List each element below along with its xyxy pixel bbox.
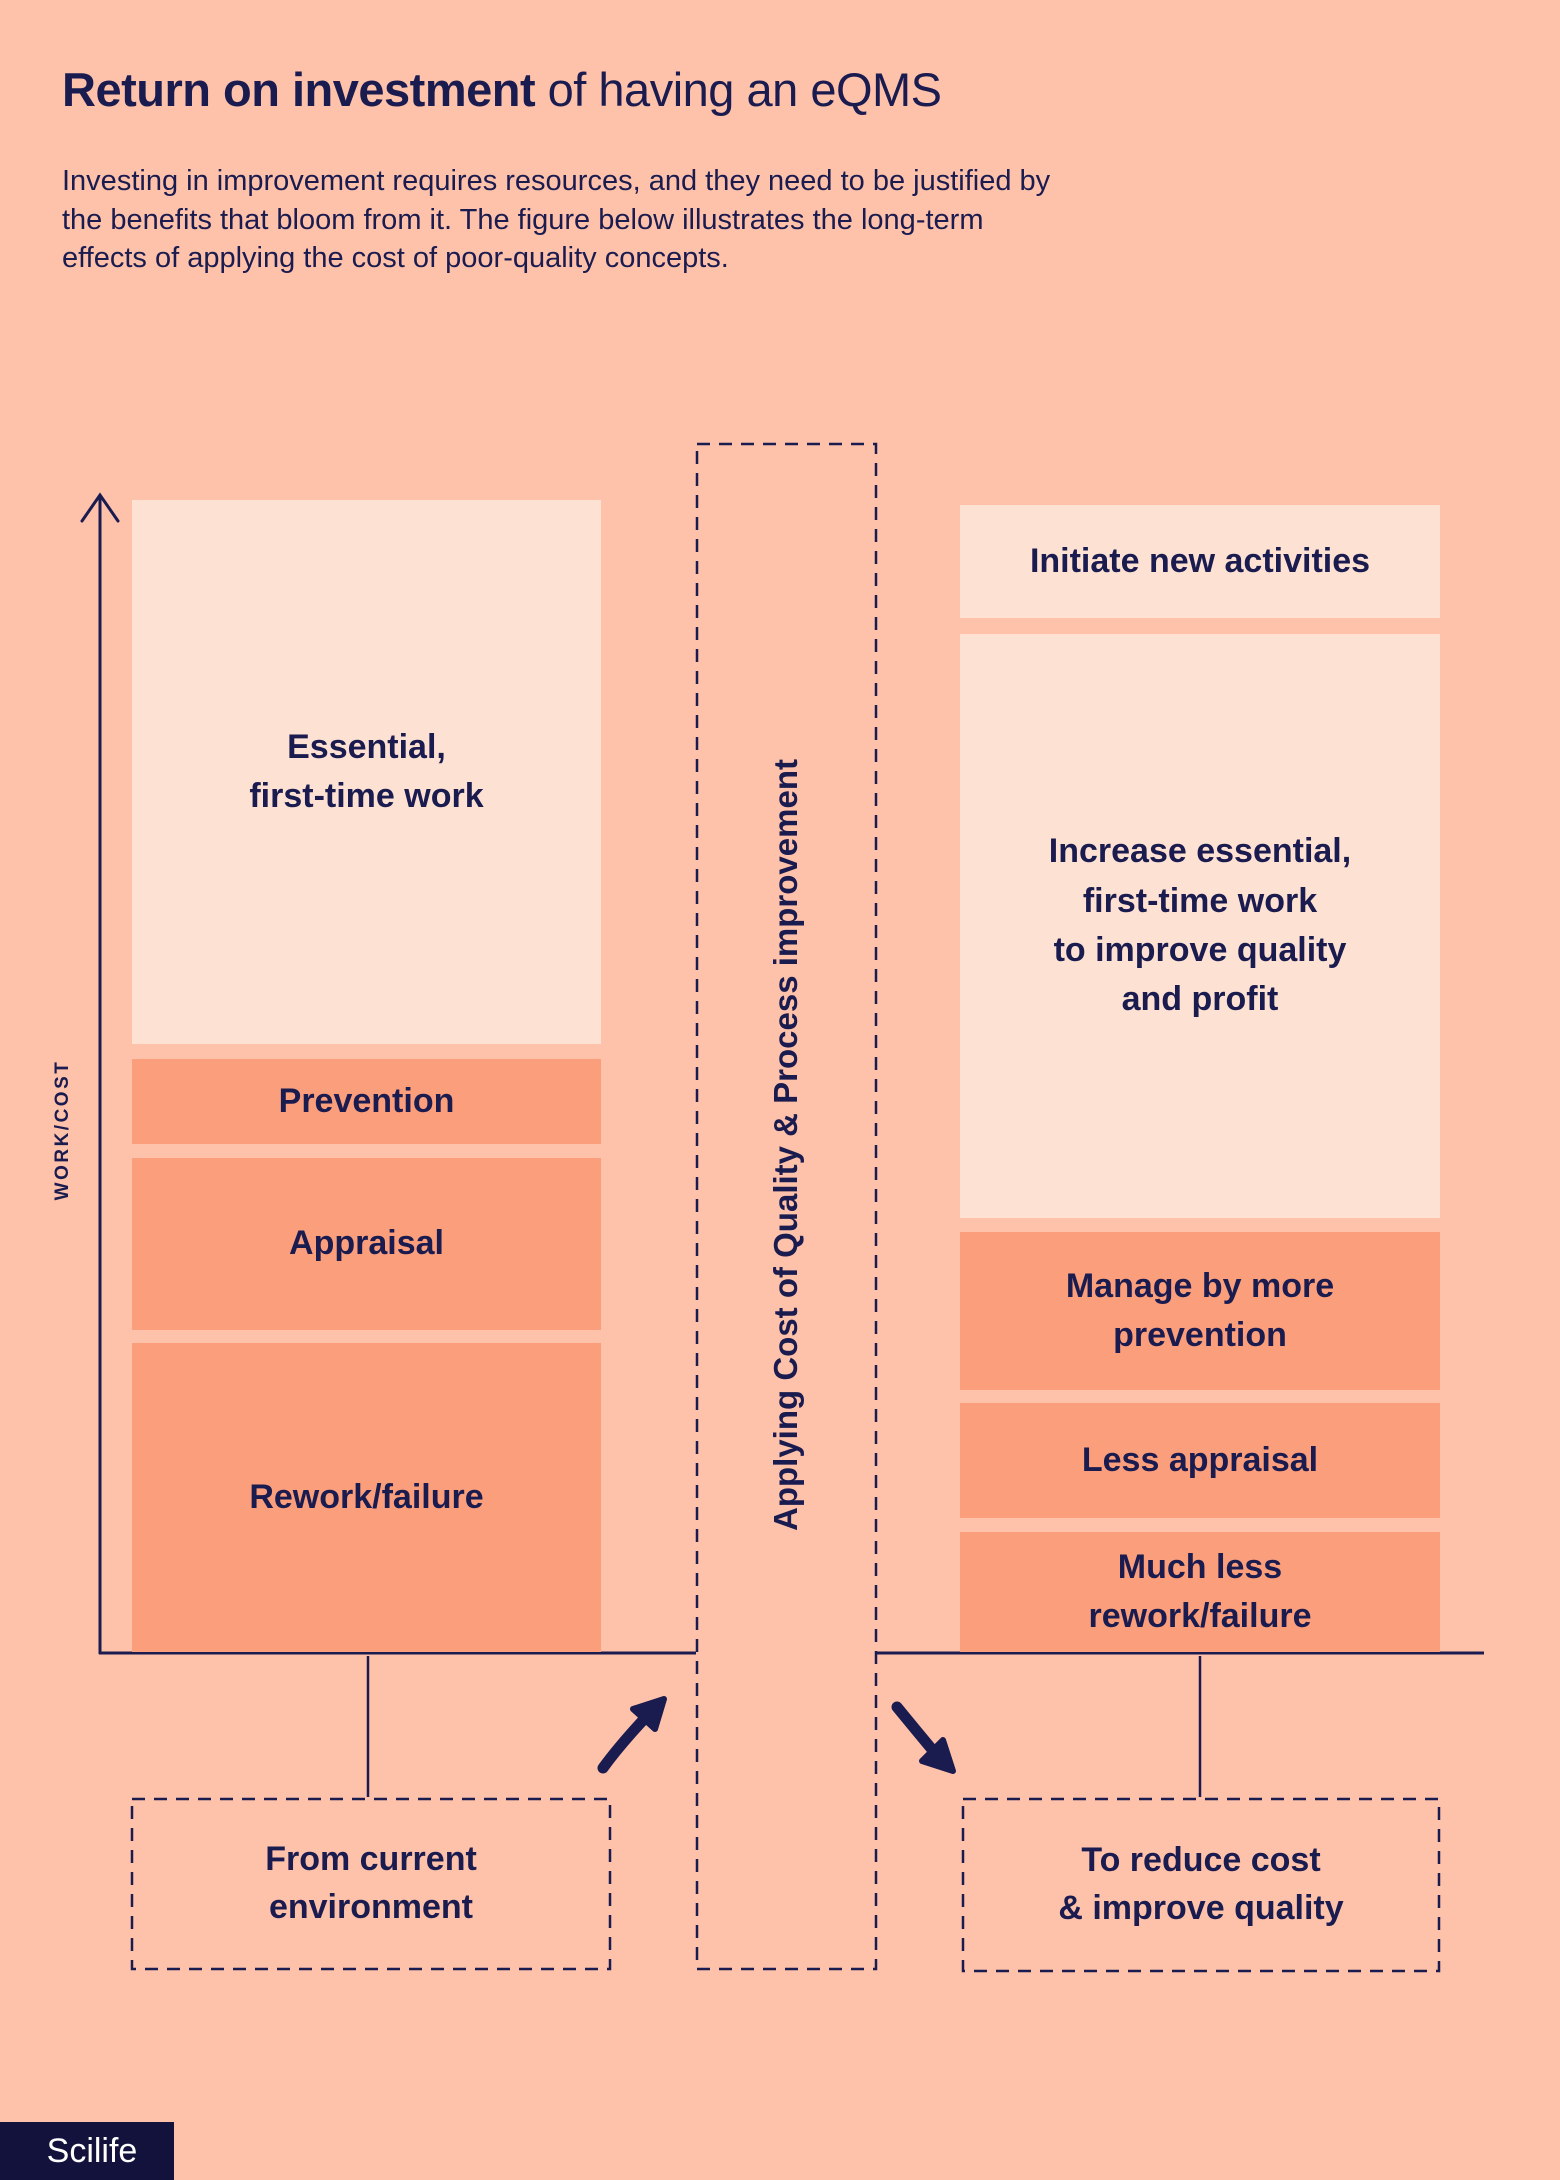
- right-bar-block-much-less-rework-failure: Much less rework/failure: [960, 1532, 1440, 1652]
- block-label: Manage by more prevention: [1065, 1266, 1335, 1354]
- right-caption-box: To reduce cost & improve quality: [963, 1799, 1439, 1971]
- block-label: Less appraisal: [1081, 1440, 1319, 1479]
- scilife-logo-text: Scilife: [46, 2131, 138, 2170]
- left-bar-block-rework-failure: Rework/failure: [132, 1343, 601, 1652]
- right-bar-block-initiate-new-activities: Initiate new activities: [960, 505, 1440, 618]
- left-caption-label: From current environment: [265, 1840, 477, 1926]
- intro-paragraph: Investing in improvement requires resour…: [62, 165, 1051, 275]
- y-axis-label: WORK/COST: [52, 1059, 73, 1201]
- page-title: Return on investment of having an eQMS: [62, 62, 942, 117]
- left-bar-block-essential-first-time-work: Essential, first-time work: [132, 500, 601, 1044]
- center-column: Applying Cost of Quality & Process impro…: [696, 443, 876, 1969]
- left-bar-block-prevention: Prevention: [132, 1059, 601, 1144]
- center-column-label: Applying Cost of Quality & Process impro…: [767, 758, 804, 1531]
- block-label: Essential, first-time work: [249, 727, 484, 815]
- right-caption-label: To reduce cost & improve quality: [1058, 1841, 1344, 1927]
- right-bar-block-increase-essential-work: Increase essential, first-time work to i…: [960, 634, 1440, 1218]
- block-label: Initiate new activities: [1029, 541, 1371, 580]
- page-title-regular: of having an eQMS: [535, 63, 942, 116]
- page-title-bold: Return on investment: [62, 63, 536, 116]
- y-axis-arrow-icon: [80, 492, 120, 523]
- left-caption-box: From current environment: [132, 1799, 610, 1969]
- arrow-up-right-icon: [597, 1696, 667, 1774]
- block-label: Appraisal: [289, 1224, 444, 1263]
- scilife-logo: Scilife: [0, 2122, 174, 2180]
- block-label: Rework/failure: [249, 1477, 484, 1516]
- right-bar-block-less-appraisal: Less appraisal: [960, 1403, 1440, 1518]
- left-bar-block-appraisal: Appraisal: [132, 1158, 601, 1330]
- arrow-down-right-icon: [891, 1701, 956, 1774]
- block-label: Prevention: [278, 1081, 455, 1120]
- right-bar-block-manage-by-more-prevention: Manage by more prevention: [960, 1232, 1440, 1390]
- block-label: Increase essential, first-time work to i…: [1048, 832, 1352, 1019]
- block-label: Much less rework/failure: [1088, 1547, 1312, 1635]
